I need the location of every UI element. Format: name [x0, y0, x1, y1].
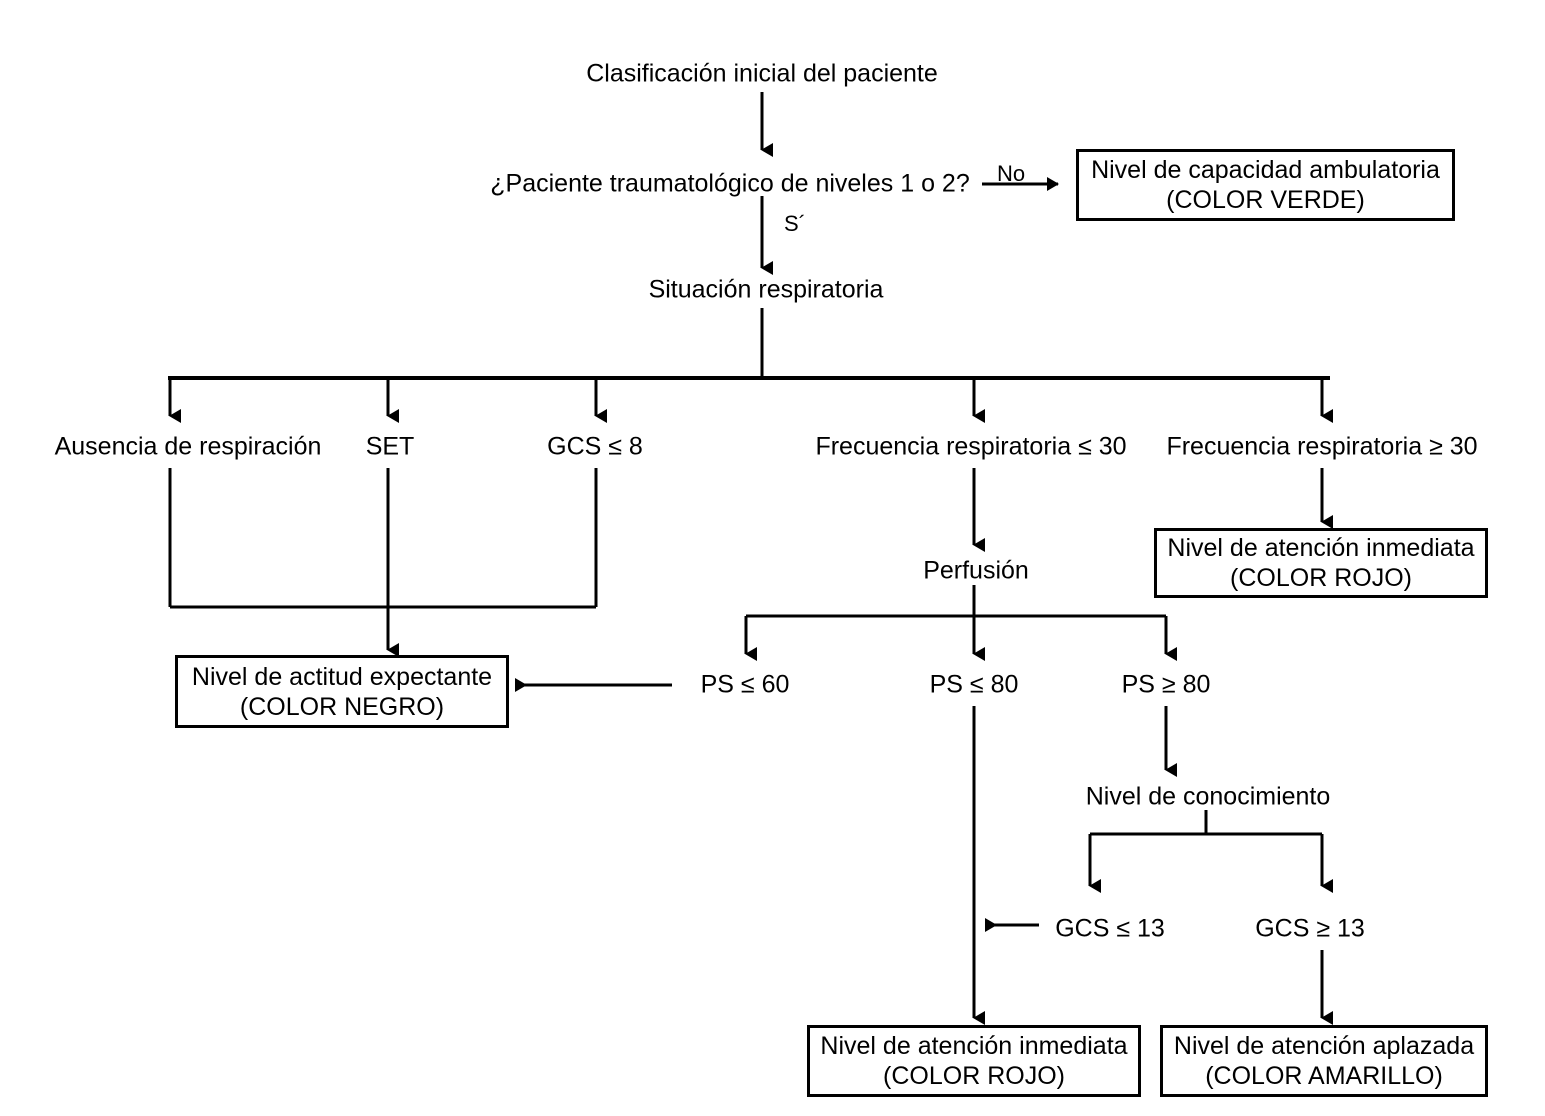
- outcome-black-line1: Nivel de actitud expectante: [191, 662, 493, 691]
- outcome-black-line2: (COLOR NEGRO): [239, 692, 445, 721]
- node-consciousness-label: Nivel de conocimiento: [1085, 782, 1331, 811]
- outcome-red-upper-line2: (COLOR ROJO): [1230, 564, 1412, 592]
- outcome-box-yellow: Nivel de atención aplazada (COLOR AMARIL…: [1160, 1025, 1488, 1097]
- node-root-label: Clasificación inicial del paciente: [586, 59, 938, 88]
- outcome-green-line2: (COLOR VERDE): [1166, 186, 1365, 214]
- outcome-yellow-line1: Nivel de atención aplazada: [1173, 1032, 1475, 1060]
- outcome-yellow-line2: (COLOR AMARILLO): [1205, 1062, 1443, 1090]
- outcome-box-green: Nivel de capacidad ambulatoria (COLOR VE…: [1076, 149, 1455, 221]
- outcome-red-upper-line1: Nivel de atención inmediata: [1167, 534, 1475, 562]
- outcome-box-red-upper: Nivel de atención inmediata (COLOR ROJO): [1154, 528, 1488, 598]
- outcome-box-black: Nivel de actitud expectante (COLOR NEGRO…: [175, 655, 509, 728]
- node-apnea-label: Ausencia de respiración: [54, 432, 322, 461]
- edge-label-no: No: [996, 161, 1026, 187]
- outcome-green-line1: Nivel de capacidad ambulatoria: [1091, 156, 1440, 184]
- node-decision-trauma-label: ¿Paciente traumatológico de niveles 1 o …: [490, 169, 970, 198]
- node-perfusion-label: Perfusión: [923, 556, 1029, 585]
- node-gcs-ge13-label: GCS ≥ 13: [1255, 914, 1365, 943]
- outcome-red-lower-line2: (COLOR ROJO): [883, 1062, 1065, 1090]
- node-respiratory-label: Situación respiratoria: [648, 275, 884, 304]
- node-set-label: SET: [365, 432, 415, 461]
- node-gcs8-label: GCS ≤ 8: [547, 432, 643, 461]
- node-ps-le60-label: PS ≤ 60: [700, 670, 790, 699]
- node-gcs-le13-label: GCS ≤ 13: [1055, 914, 1165, 943]
- outcome-box-red-lower: Nivel de atención inmediata (COLOR ROJO): [807, 1025, 1141, 1097]
- node-ps-le80-label: PS ≤ 80: [929, 670, 1019, 699]
- node-ps-ge80-label: PS ≥ 80: [1121, 670, 1211, 699]
- edge-label-si: S´: [784, 211, 806, 237]
- outcome-red-lower-line1: Nivel de atención inmediata: [820, 1032, 1128, 1060]
- node-fr-ge30-label: Frecuencia respiratoria ≥ 30: [1166, 432, 1478, 461]
- node-fr-le30-label: Frecuencia respiratoria ≤ 30: [815, 432, 1127, 461]
